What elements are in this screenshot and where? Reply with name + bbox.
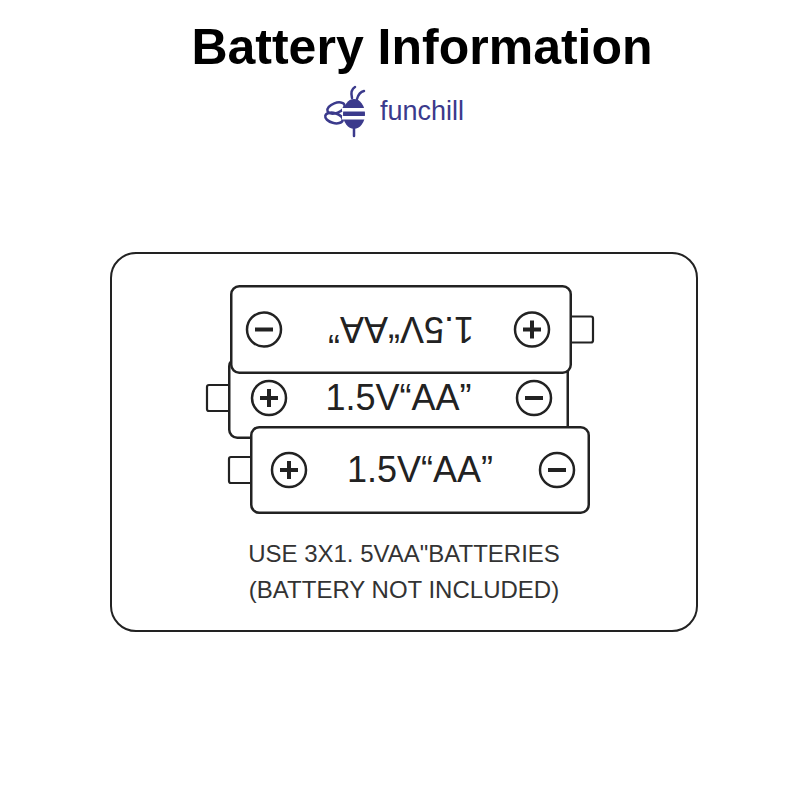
battery-panel: USE 3X1. 5VAA"BATTERIES(BATTERY NOT INCL… bbox=[110, 252, 698, 632]
plus-terminal bbox=[252, 381, 286, 415]
plus-terminal bbox=[515, 313, 549, 347]
battery-shape: 1.5V“AA” bbox=[250, 426, 590, 514]
battery-body bbox=[231, 286, 571, 373]
minus-sign bbox=[548, 468, 566, 472]
battery-tip bbox=[229, 457, 253, 483]
minus-terminal bbox=[517, 381, 551, 415]
battery-tip bbox=[569, 317, 593, 343]
note-text: USE 3X1. 5VAA"BATTERIES bbox=[112, 536, 696, 572]
plus-sign bbox=[260, 389, 278, 407]
plus-sign bbox=[523, 321, 541, 339]
minus-terminal bbox=[247, 313, 281, 347]
note-text: (BATTERY NOT INCLUDED) bbox=[112, 572, 696, 608]
battery-body bbox=[251, 427, 589, 513]
minus-terminal bbox=[540, 453, 574, 487]
bee-logo bbox=[322, 84, 378, 140]
title: Battery Information bbox=[44, 20, 800, 75]
battery-label: 1.5V“AA” bbox=[325, 380, 471, 416]
minus-sign bbox=[525, 396, 543, 400]
plus-sign bbox=[280, 461, 298, 479]
battery-label: 1.5V“AA” bbox=[328, 312, 474, 348]
battery-shape: 1.5V“AA” bbox=[230, 285, 572, 374]
brand-name: funchill bbox=[380, 95, 464, 127]
battery-label: 1.5V“AA” bbox=[347, 452, 493, 488]
battery-body bbox=[229, 358, 568, 438]
plus-terminal bbox=[272, 453, 306, 487]
minus-sign bbox=[255, 328, 273, 332]
battery-tip bbox=[207, 385, 231, 411]
